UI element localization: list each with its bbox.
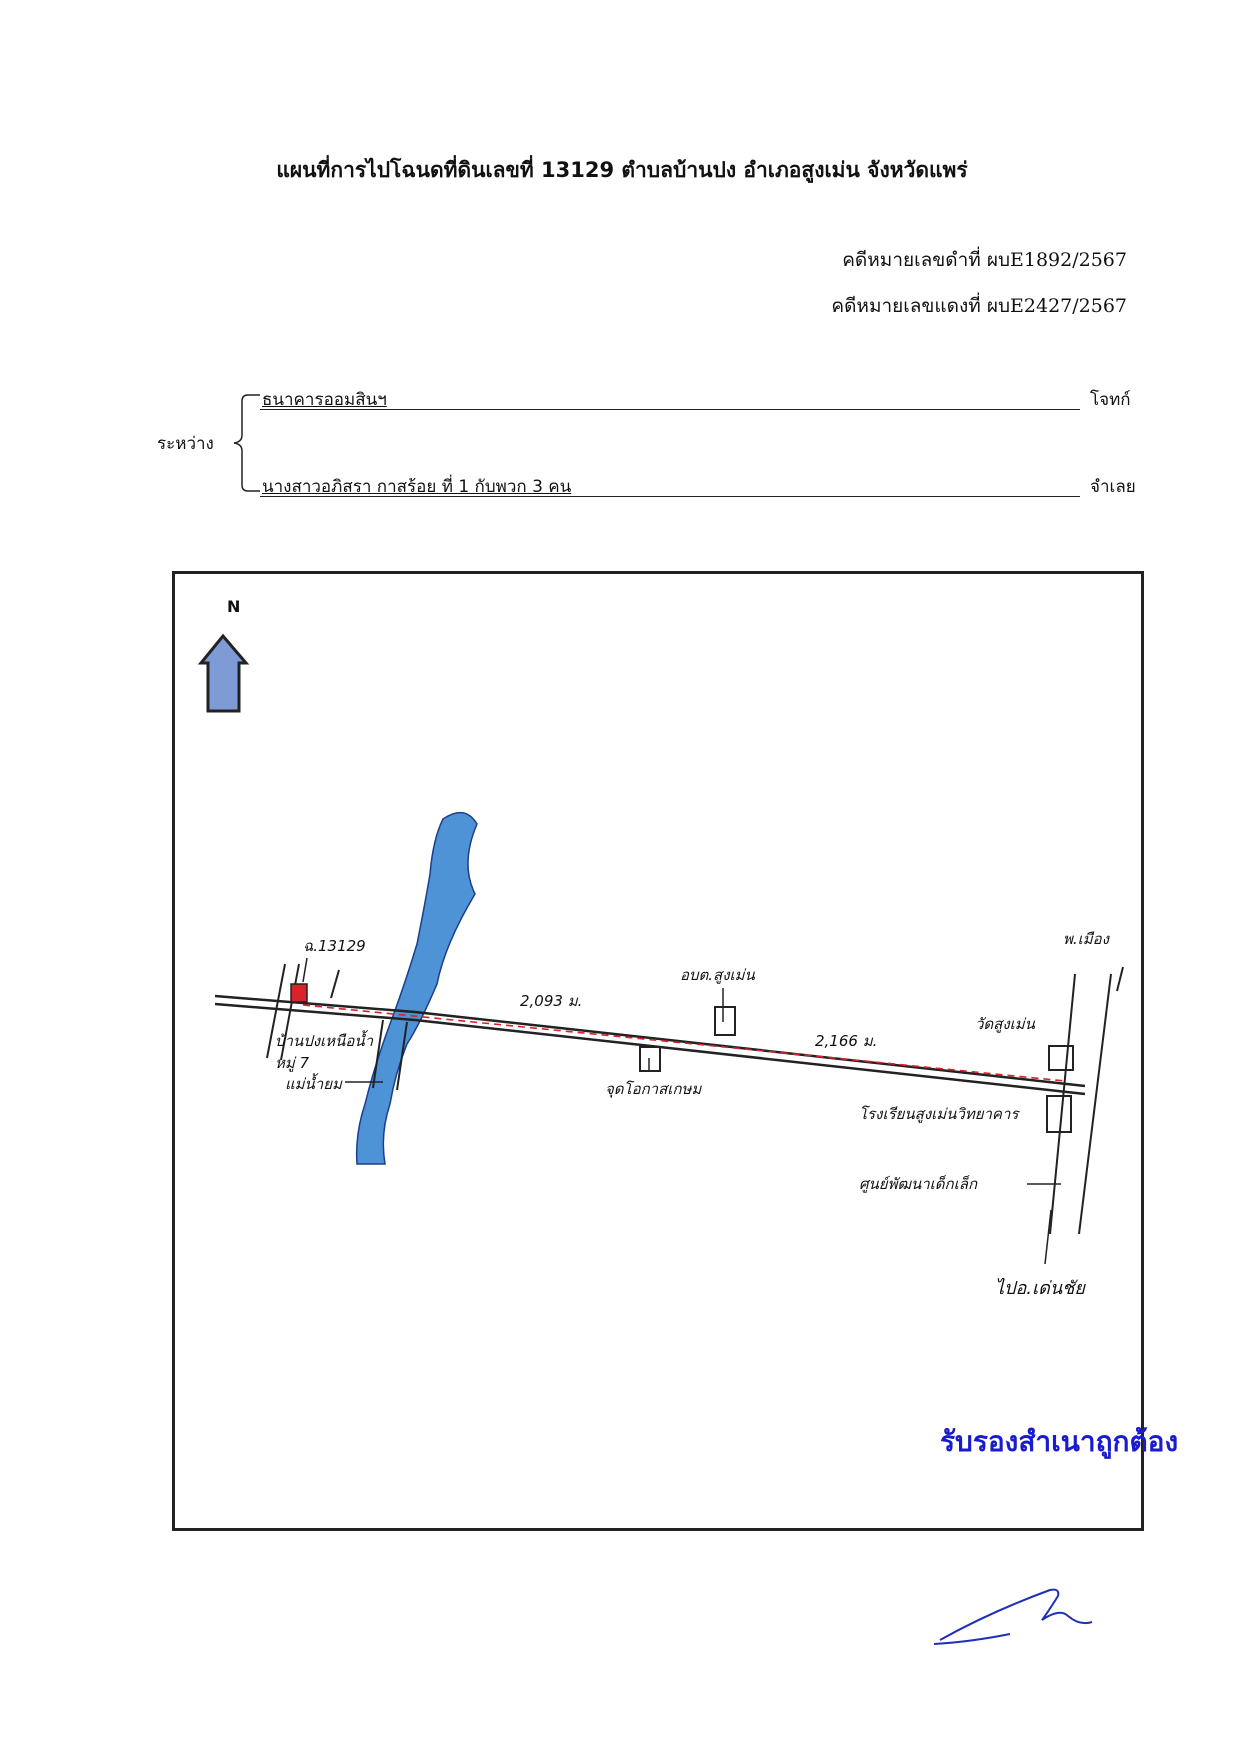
defendant-name: นางสาวอภิสรา กาสร้อย ที่ 1 กับพวก 3 คน [262,477,572,497]
parcel-pointer [302,957,308,983]
north-label: N [227,597,240,616]
wat-building [1048,1045,1074,1071]
to-denchai-pointer [1044,1209,1052,1265]
to-denchai-label: ไปอ.เด่นชัย [995,1277,1086,1299]
village-label: บ้านปงเหนือน้ำ [275,1030,374,1050]
north-arrow-icon [197,633,250,713]
party-brace [233,394,260,492]
defendant-role: จำเลย [1090,477,1136,497]
document-title: แผนที่การไปโฉนดที่ดินเลขที่ 13129 ตำบลบ้… [276,158,968,182]
route-line [302,1004,1066,1082]
parcel-marker [290,983,308,1003]
signature [933,1588,1093,1645]
side-roads [266,963,1124,1235]
village-moo-label: หมู่ 7 [275,1054,310,1072]
parcel-label: ฉ.13129 [303,937,366,955]
plaintiff-line [260,385,1080,410]
defendant-line [260,472,1080,497]
plaintiff-name: ธนาคารออมสินฯ [262,390,387,410]
school-building [1046,1095,1072,1133]
khlong-building [639,1046,661,1072]
map-frame: N ฉ.13129 บ้านปงเหนือน้ำ [172,571,1144,1531]
route-map: N ฉ.13129 บ้านปงเหนือน้ำ [197,597,1124,1299]
plaintiff-role: โจทก์ [1090,390,1131,410]
black-case-number: คดีหมายเลขดำที่ ผบE1892/2567 [842,249,1127,271]
wat-label: วัดสูงเม่น [975,1015,1036,1033]
khlong-label: จุดโอกาสเกษม [605,1080,702,1098]
sao-building [714,1006,736,1036]
river-label: แม่น้ำยม [285,1073,343,1093]
certification-stamp: รับรองสำเนาถูกต้อง [940,1425,1179,1458]
distance-1: 2,093 ม. [520,992,582,1010]
river-yom [355,811,478,1165]
red-case-number: คดีหมายเลขแดงที่ ผบE2427/2567 [831,295,1127,317]
school-label: โรงเรียนสูงเม่นวิทยาคาร [859,1105,1020,1123]
between-label: ระหว่าง [157,434,214,454]
distance-2: 2,166 ม. [815,1032,877,1050]
center-label: ศูนย์พัฒนาเด็กเล็ก [859,1175,978,1193]
sao-label: อบต.สูงเม่น [680,966,756,984]
to-phrae-label: พ.เมือง [1063,930,1111,948]
